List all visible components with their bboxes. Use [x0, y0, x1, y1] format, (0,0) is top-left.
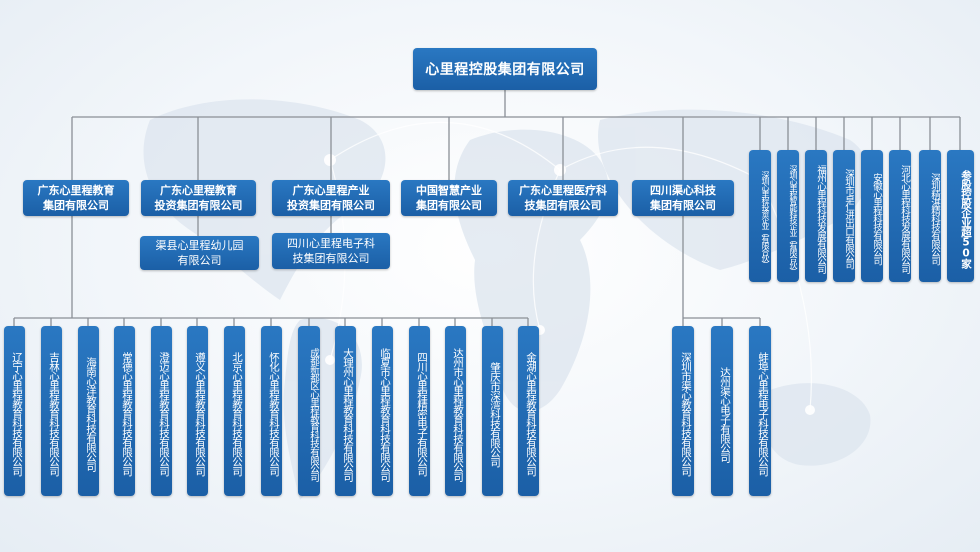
subsidiary-label: 大理州心里程教育科技有限公司 — [342, 347, 354, 481]
subsidiary-node: 深圳市渠心教育科技有限公司 — [672, 326, 694, 496]
company-label: 福州心里程科技发展有限公司 — [815, 165, 826, 273]
subsidiary-label: 四川心里程精密电子有限公司 — [416, 352, 428, 476]
group-label: 广东心里程医疗科 技集团有限公司 — [519, 184, 607, 212]
subsidiary-label: 金湖心里程教育科技有限公司 — [525, 352, 537, 476]
group-child-label: 渠县心里程幼儿园 有限公司 — [155, 239, 244, 267]
company-node: 参股控股企业超50家 — [947, 150, 974, 282]
company-label: 深圳精湛精科技有限公司 — [929, 173, 940, 265]
group-node: 广东心里程医疗科 技集团有限公司 — [508, 180, 618, 216]
subsidiary-label: 蚌埠心里程电子科技有限公司 — [757, 352, 769, 476]
root-company-label: 心里程控股集团有限公司 — [425, 62, 585, 78]
subsidiary-label: 吉林心里程教育科技有限公司 — [48, 352, 60, 476]
subsidiary-label: 澄迈心里程教育科技有限公司 — [158, 352, 170, 476]
subsidiary-label: 肇庆市深湾科技有限公司 — [489, 361, 501, 467]
subsidiary-label: 深圳市渠心教育科技有限公司 — [680, 352, 692, 476]
group-label: 广东心里程产业 投资集团有限公司 — [287, 184, 375, 212]
group-node: 四川渠心科技 集团有限公司 — [632, 180, 734, 216]
subsidiary-node: 遵义心里程教育科技有限公司 — [187, 326, 208, 496]
subsidiary-node: 蚌埠心里程电子科技有限公司 — [749, 326, 771, 496]
subsidiary-node: 成都新都区心里程教育科技有限公司 — [298, 326, 320, 496]
subsidiary-node: 辽宁心里程教育科技有限公司 — [4, 326, 25, 496]
subsidiary-label: 临夏市心里程教育科技有限公司 — [379, 347, 391, 481]
subsidiary-node: 吉林心里程教育科技有限公司 — [41, 326, 62, 496]
subsidiary-node: 常德心里程教育科技有限公司 — [114, 326, 135, 496]
group-node: 中国智慧产业 集团有限公司 — [401, 180, 497, 216]
company-label: 参股控股企业超50家 — [960, 170, 972, 268]
subsidiary-node: 临夏市心里程教育科技有限公司 — [372, 326, 393, 496]
subsidiary-node: 怀化心里程教育科技有限公司 — [261, 326, 282, 496]
company-label: 深圳心里程智能科技企业（有限合伙） — [789, 164, 798, 274]
company-node: 深圳市卓仁进出口有限公司 — [833, 150, 855, 282]
group-label: 广东心里程教育 集团有限公司 — [37, 184, 115, 212]
group-child-label: 四川心里程电子科 技集团有限公司 — [287, 237, 375, 265]
subsidiary-node: 北京心里程教育科技有限公司 — [224, 326, 245, 496]
group-node: 广东心里程教育 集团有限公司 — [23, 180, 129, 216]
subsidiary-label: 海南心洋教育科技有限公司 — [85, 357, 97, 471]
company-node: 深圳精湛精科技有限公司 — [919, 150, 941, 282]
subsidiary-node: 四川心里程精密电子有限公司 — [409, 326, 430, 496]
group-node: 广东心里程教育 投资集团有限公司 — [141, 180, 256, 216]
subsidiary-label: 达州市心里程教育科技有限公司 — [452, 347, 464, 481]
company-label: 深圳心里程投资企业（有限合伙） — [761, 170, 770, 267]
subsidiary-node: 达州渠心电子有限公司 — [711, 326, 733, 496]
subsidiary-node: 肇庆市深湾科技有限公司 — [482, 326, 503, 496]
company-node: 河北心里程科技发展有限公司 — [889, 150, 911, 282]
group-label: 广东心里程教育 投资集团有限公司 — [154, 184, 243, 212]
group-child-node: 渠县心里程幼儿园 有限公司 — [140, 236, 259, 270]
subsidiary-label: 北京心里程教育科技有限公司 — [231, 352, 243, 476]
group-child-node: 四川心里程电子科 技集团有限公司 — [272, 233, 390, 269]
subsidiary-node: 海南心洋教育科技有限公司 — [78, 326, 99, 496]
company-node: 深圳心里程智能科技企业（有限合伙） — [777, 150, 799, 282]
company-node: 深圳心里程投资企业（有限合伙） — [749, 150, 771, 282]
group-node: 广东心里程产业 投资集团有限公司 — [272, 180, 390, 216]
subsidiary-node: 达州市心里程教育科技有限公司 — [445, 326, 466, 496]
subsidiary-label: 常德心里程教育科技有限公司 — [121, 352, 133, 476]
subsidiary-label: 达州渠心电子有限公司 — [719, 366, 731, 462]
group-label: 四川渠心科技 集团有限公司 — [650, 184, 716, 212]
company-label: 深圳市卓仁进出口有限公司 — [843, 169, 854, 269]
subsidiary-label: 成都新都区心里程教育科技有限公司 — [308, 347, 319, 481]
company-node: 安徽心里程科技有限公司 — [861, 150, 883, 282]
subsidiary-label: 辽宁心里程教育科技有限公司 — [11, 352, 23, 476]
subsidiary-label: 遵义心里程教育科技有限公司 — [194, 352, 206, 476]
subsidiary-node: 澄迈心里程教育科技有限公司 — [151, 326, 172, 496]
company-label: 安徽心里程科技有限公司 — [871, 173, 882, 265]
group-label: 中国智慧产业 集团有限公司 — [416, 184, 482, 212]
root-company-node: 心里程控股集团有限公司 — [413, 48, 597, 90]
australia-shape — [764, 383, 871, 466]
subsidiary-node: 金湖心里程教育科技有限公司 — [518, 326, 539, 496]
subsidiary-node: 大理州心里程教育科技有限公司 — [335, 326, 356, 496]
north-america-shape — [143, 99, 386, 301]
company-label: 河北心里程科技发展有限公司 — [899, 165, 910, 273]
company-node: 福州心里程科技发展有限公司 — [805, 150, 827, 282]
subsidiary-label: 怀化心里程教育科技有限公司 — [268, 352, 280, 476]
